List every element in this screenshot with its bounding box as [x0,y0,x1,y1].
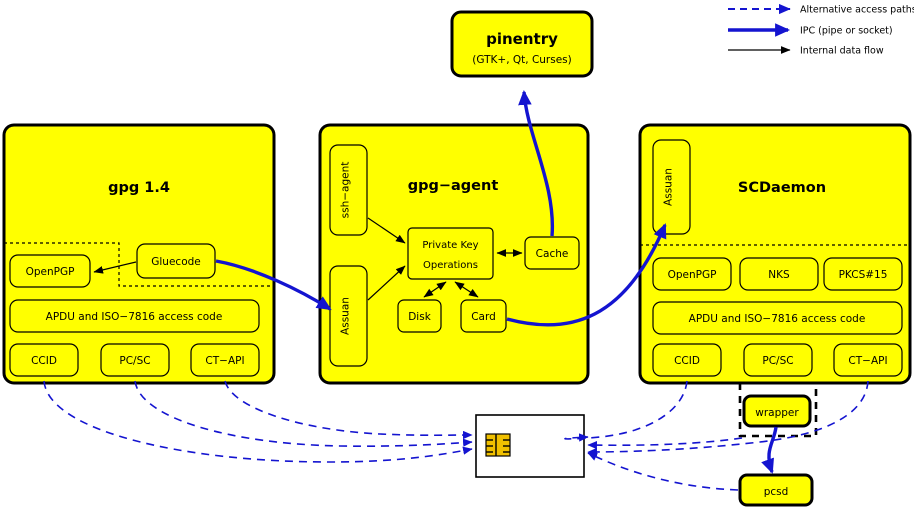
scdaemon-apdu-box[interactable] [652,301,903,335]
flow-assuan-to-private-key-ops [367,265,406,301]
ipc-card-to-scdaemon-assuan [506,223,667,327]
ipc-wrapper-to-pcsd [761,426,778,474]
flow-private-key-ops-card [454,281,479,298]
pinentry-box-shape [450,10,594,78]
alt-path-gpg-pcsc-to-card [134,380,473,447]
wrapper-dashed-region [738,383,818,438]
legend: Alternative access paths IPC (pipe or so… [728,3,914,57]
gpg-agent-box[interactable]: gpg−agent ssh−agent Assuan Private Key O… [318,123,590,385]
pinentry-title: pinentry [486,30,558,48]
gpg-agent-assuan-label: Assuan [340,297,352,335]
gpg-driver-ctapi-box[interactable] [190,343,260,377]
scdaemon-app-pkcs15-box[interactable] [823,257,903,291]
alternative-access-paths [43,380,869,491]
alt-path-scdaemon-ccid-to-card [564,380,688,442]
scdaemon-assuan-box[interactable] [652,139,691,235]
smartcard[interactable] [475,414,585,478]
scdaemon-box[interactable]: SCDaemon Assuan OpenPGP NKS PKCS#15 APDU… [638,123,912,385]
gpg-openpgp-label: OpenPGP [26,266,75,278]
alt-path-wrapper-to-card [587,437,743,450]
gpg-title: gpg 1.4 [108,180,170,196]
legend-label-alt-path: Alternative access paths [800,5,914,16]
scdaemon-driver-ccid-box[interactable] [652,343,722,377]
gpg-agent-cache-box[interactable] [524,236,580,270]
legend-label-internal-flow: Internal data flow [800,46,884,57]
gpg-driver-ctapi-label: CT−API [205,355,244,367]
gpg-gluecode-label: Gluecode [151,256,201,268]
wrapper-box[interactable] [742,394,812,428]
scdaemon-driver-ctapi-box[interactable] [833,343,903,377]
gpg-agent-title: gpg−agent [408,178,499,194]
alt-path-scdaemon-ctapi-to-card [587,380,869,457]
scdaemon-app-nks-label: NKS [768,269,790,281]
scdaemon-app-nks-box[interactable] [739,257,819,291]
gpg-agent-private-key-ops-line2: Operations [423,260,478,271]
ipc-gluecode-to-gpg-agent-assuan [215,259,332,311]
gpg-driver-ccid-label: CCID [31,355,57,367]
ipc-cache-to-pinentry [518,89,555,237]
alt-path-gpg-ctapi-to-card [224,380,473,440]
gpg-agent-private-key-ops-box[interactable] [407,227,494,280]
scdaemon-driver-pcsc-box[interactable] [743,343,813,377]
scdaemon-app-openpgp-box[interactable] [652,257,732,291]
scdaemon-app-pkcs15-label: PKCS#15 [839,269,888,281]
wrapper-group[interactable]: wrapper [738,383,818,438]
gpg-agent-ssh-agent-box[interactable] [329,144,368,236]
pcsd-group[interactable]: pcsd [738,473,814,507]
pcsd-box[interactable] [738,473,814,507]
scdaemon-driver-pcsc-label: PC/SC [762,355,793,367]
pinentry-subtitle: (GTK+, Qt, Curses) [472,54,572,66]
ipc-connections [215,89,778,474]
legend-label-ipc: IPC (pipe or socket) [800,26,893,37]
gpg-agent-disk-label: Disk [408,311,431,323]
flow-private-key-ops-disk [423,281,447,298]
scdaemon-apdu-label: APDU and ISO−7816 access code [689,313,866,325]
flow-ssh-agent-to-private-key-ops [367,217,406,244]
gpg-apdu-box[interactable] [9,299,260,333]
gpg-openpgp-box[interactable] [9,254,91,288]
gpg-agent-private-key-ops-line1: Private Key [422,240,478,251]
scdaemon-driver-ccid-label: CCID [674,355,700,367]
gpg-agent-ssh-agent-label: ssh−agent [340,162,352,219]
scdaemon-assuan-label: Assuan [663,168,675,206]
alt-path-gpg-ccid-to-card [43,380,473,463]
pinentry-box[interactable]: pinentry (GTK+, Qt, Curses) [450,10,594,78]
pcsd-label: pcsd [764,486,789,498]
alt-path-pcsd-to-card [587,452,739,491]
gpg-box[interactable]: gpg 1.4 OpenPGP Gluecode APDU and ISO−78… [2,123,276,385]
gpg-gluecode-box[interactable] [136,243,216,279]
flow-gluecode-to-openpgp [93,261,137,274]
gpg-agent-disk-box[interactable] [397,299,442,333]
gpg-agent-assuan-box[interactable] [329,265,368,367]
gpg-driver-ccid-box[interactable] [9,343,79,377]
scdaemon-driver-ctapi-label: CT−API [848,355,887,367]
gpg-agent-card-label: Card [471,311,496,323]
gpg-agent-cache-label: Cache [536,248,569,260]
gpg-driver-pcsc-label: PC/SC [119,355,150,367]
gpg-apdu-label: APDU and ISO−7816 access code [46,311,223,323]
wrapper-label: wrapper [755,407,799,419]
gpg-app-layer-divider [4,242,274,287]
scdaemon-title: SCDaemon [738,180,826,196]
scdaemon-app-openpgp-label: OpenPGP [668,269,717,281]
smartcard-chip-icon [485,433,511,457]
gpg-agent-card-box[interactable] [460,299,507,333]
gpg-driver-pcsc-box[interactable] [100,343,170,377]
